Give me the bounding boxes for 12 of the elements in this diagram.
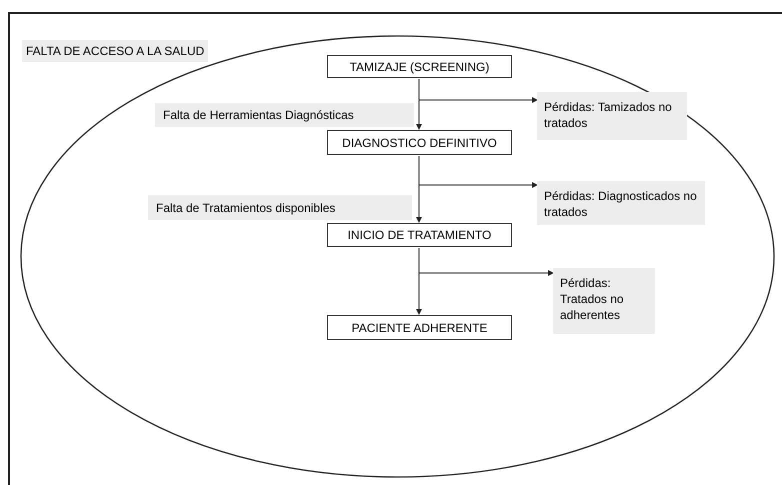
arrow [418,156,538,188]
arrow [418,78,538,103]
process-box: PACIENTE ADHERENTE [327,315,512,340]
region-heading: FALTA DE ACCESO A LA SALUD [22,40,208,62]
process-box: INICIO DE TRATAMIENTO [327,223,512,247]
barrier-note: Falta de Herramientas Diagnósticas [155,103,414,127]
loss-note: Pérdidas: Diagnosticados no tratados [537,181,705,225]
barrier-note: Falta de Tratamientos disponibles [148,195,412,220]
process-box: DIAGNOSTICO DEFINITIVO [327,130,512,155]
arrow [418,248,554,276]
loss-note: Pérdidas: Tratados no adherentes [553,268,655,334]
process-box: TAMIZAJE (SCREENING) [327,55,512,78]
